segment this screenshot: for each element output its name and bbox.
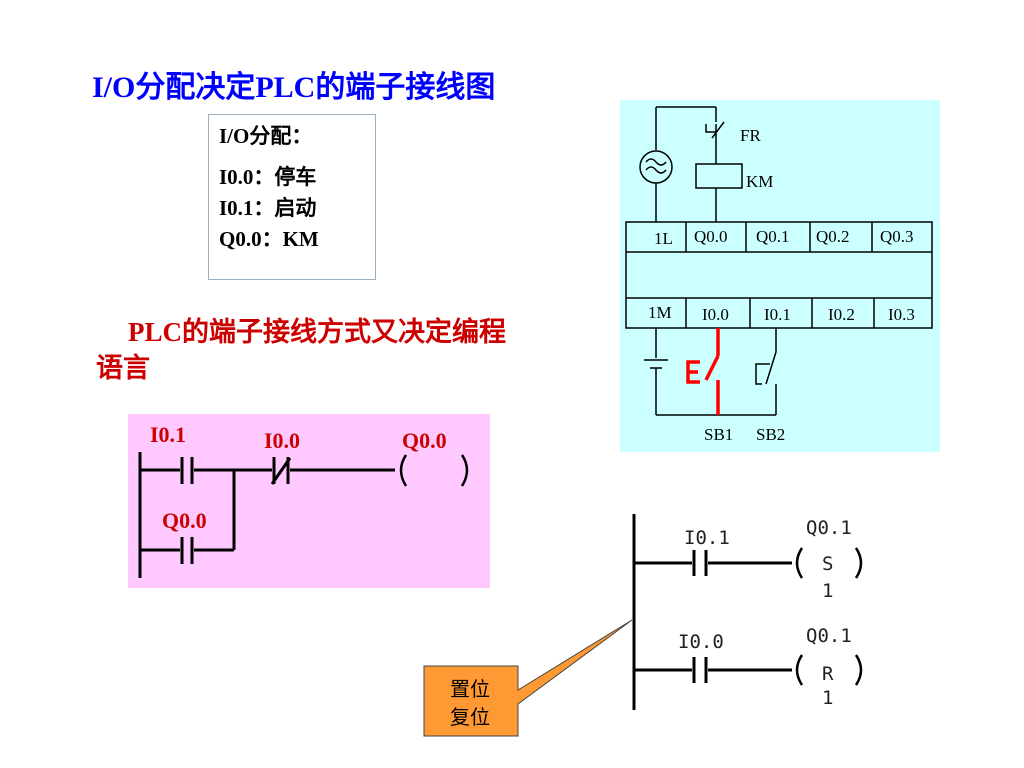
label-sb2: SB2	[756, 425, 785, 444]
subtitle-text: PLC的端子接线方式又决定编程语言	[96, 317, 506, 383]
slide-title: I/O分配决定PLC的端子接线图	[92, 71, 496, 104]
terminal-q02: Q0.2	[816, 227, 850, 246]
label-fr: FR	[740, 126, 761, 145]
label-sb1: SB1	[704, 425, 733, 444]
label-set-n: 1	[822, 580, 833, 602]
label-reset-n: 1	[822, 687, 833, 709]
terminal-i01: I0.1	[764, 305, 791, 324]
io-assignment-heading: I/O分配：	[219, 124, 313, 148]
label-reset-coil: Q0.1	[806, 625, 852, 647]
io-assignment-box: I/O分配： I0.0：停车 I0.1：启动 Q0.0：KM	[208, 114, 376, 280]
label-reset-contact: I0.0	[678, 631, 724, 653]
callout-shape	[423, 619, 633, 737]
label-set-coil: Q0.1	[806, 517, 852, 539]
stop-button-sb1-red	[686, 328, 720, 415]
contactor-coil-km	[695, 163, 743, 189]
label-set-contact: I0.1	[684, 527, 730, 549]
io-row: I0.0：停车	[219, 165, 317, 189]
contact-i00-slash	[270, 457, 292, 485]
callout-line-set: 置位	[450, 679, 490, 701]
terminal-q03: Q0.3	[880, 227, 914, 246]
plc-wiring-diagram	[620, 100, 940, 452]
terminal-1m: 1M	[648, 303, 672, 322]
label-set-op: S	[822, 553, 833, 575]
label-contact-stop: I0.0	[264, 428, 300, 453]
terminal-q01: Q0.1	[756, 227, 790, 246]
label-contact-start: I0.1	[150, 422, 186, 447]
callout-label: 置位 复位	[424, 676, 516, 732]
reset-coil-left-paren	[795, 654, 804, 686]
io-row: I0.1：启动	[219, 196, 317, 220]
terminal-i03: I0.3	[888, 305, 915, 324]
ladder-diagram-basic	[128, 414, 490, 588]
reset-coil-right-paren	[854, 654, 863, 686]
label-contact-hold: Q0.0	[162, 508, 207, 533]
label-coil: Q0.0	[402, 428, 447, 453]
label-km: KM	[746, 172, 773, 191]
coil-left-paren	[399, 454, 408, 487]
thermal-relay-fr-icon	[705, 121, 725, 146]
io-row: Q0.0：KM	[219, 227, 319, 251]
label-reset-op: R	[822, 663, 834, 685]
terminal-i00: I0.0	[702, 305, 729, 324]
set-coil-left-paren	[795, 547, 804, 579]
start-button-sb2-icon	[755, 351, 777, 415]
coil-right-paren	[460, 454, 469, 487]
callout-line-reset: 复位	[450, 707, 490, 729]
terminal-1l: 1L	[654, 229, 673, 248]
set-coil-right-paren	[854, 547, 863, 579]
terminal-i02: I0.2	[828, 305, 855, 324]
terminal-q00: Q0.0	[694, 227, 728, 246]
